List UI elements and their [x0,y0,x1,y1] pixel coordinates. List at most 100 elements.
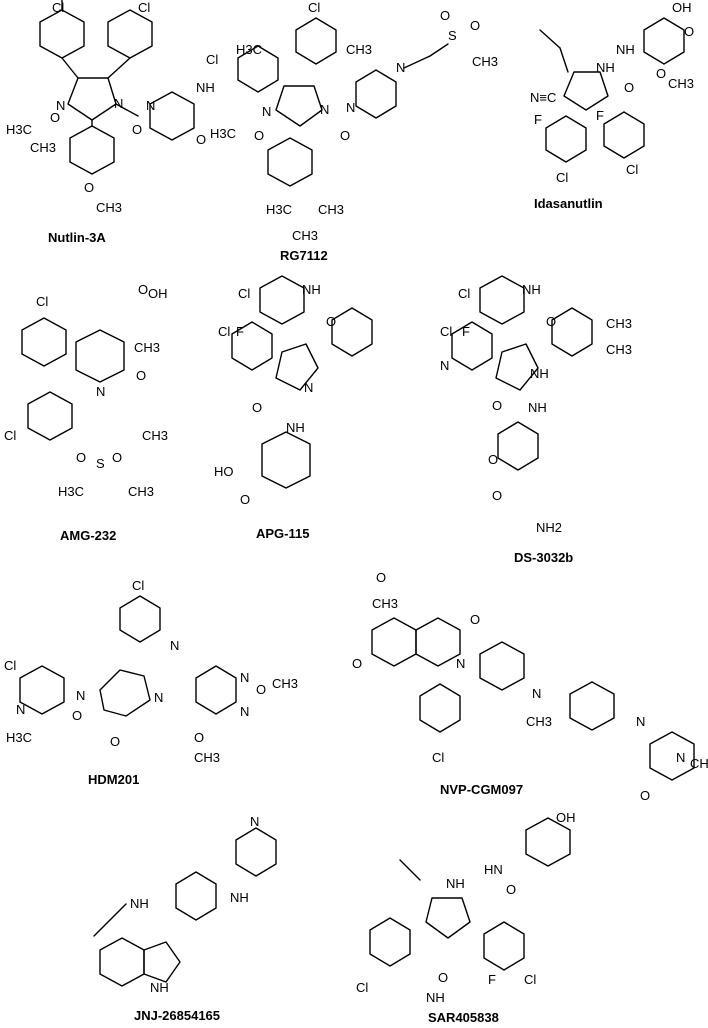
atom-n: N [240,670,249,685]
atom-cl: Cl [356,980,368,995]
structure-jnj-26854165: N NH NH NH JNJ-26854165 [93,814,277,1023]
compound-name: HDM201 [88,772,139,787]
atom-nh: NH [196,80,215,95]
atom-o: O [376,570,386,585]
atom-ch3: CH3 [690,756,708,771]
atom-nh: NH [426,990,445,1005]
atom-n: N [250,814,259,829]
atom-cl: Cl [308,0,320,15]
structure-nvp-cgm097: O CH3 O N O Cl N CH3 N N CH3 O NVP-CGM09… [352,570,708,803]
atom-n: N [146,98,155,113]
atom-ho: HO [214,464,234,479]
atom-f: F [236,324,244,339]
atom-h3c: H3C [236,42,262,57]
compound-name: APG-115 [256,526,309,541]
atom-h3c: H3C [210,126,236,141]
structure-rg7112: Cl Cl H3C CH3 N N N N O S O O CH3 O H3C … [206,0,498,263]
atom-n: N [346,100,355,115]
atom-cl: Cl [206,52,218,67]
atom-n: N [96,384,105,399]
atom-cl: Cl [36,294,48,309]
atom-ch3: CH3 [142,428,168,443]
atom-f: F [462,324,470,339]
atom-ch3: CH3 [318,202,344,217]
atom-cl: Cl [138,0,150,15]
atom-o: O [76,450,86,465]
atom-o: O [470,612,480,627]
atom-o: O [684,24,694,39]
atom-ch3: CH3 [194,750,220,765]
atom-o: O [84,180,94,195]
atom-cl: Cl [458,286,470,301]
atom-f: F [534,112,542,127]
atom-o: O [256,682,266,697]
atom-cl: Cl [556,170,568,185]
atom-nh: NH [522,282,541,297]
atom-n: N [114,96,123,111]
atom-s: S [96,456,105,471]
atom-o: O [110,734,120,749]
atom-n: N [396,60,405,75]
atom-o: O [72,708,82,723]
atom-oh: OH [672,0,692,15]
compound-name: DS-3032b [514,550,573,565]
atom-n: N [240,704,249,719]
atom-f: F [596,108,604,123]
atom-ch3: CH3 [372,596,398,611]
compound-name: NVP-CGM097 [440,782,523,797]
atom-n: N [440,358,449,373]
atom-n: N [76,688,85,703]
atom-o: O [506,882,516,897]
atom-nh: NH [130,896,149,911]
atom-cl: Cl [432,750,444,765]
atom-nh: NH [286,420,305,435]
atom-n: N [456,656,465,671]
atom-n: N [676,750,685,765]
atom-nh: NH [230,890,249,905]
atom-o: O [254,128,264,143]
atom-ch3: CH3 [96,200,122,215]
atom-cl: Cl [4,428,16,443]
atom-o: O [438,970,448,985]
atom-nh: NH [302,282,321,297]
atom-n: N [320,102,329,117]
atom-n: N [262,104,271,119]
atom-ch3: CH3 [128,484,154,499]
atom-h3c: H3C [266,202,292,217]
atom-ch3: CH3 [606,342,632,357]
atom-ch3: CH3 [30,140,56,155]
atom-cl: Cl [218,324,230,339]
atom-cl: Cl [524,972,536,987]
structure-ds-3032b: Cl NH O CH3 CH3 Cl F N NH O NH O O NH2 D… [440,275,632,565]
atom-nh2: NH2 [536,520,562,535]
atom-cl: Cl [440,324,452,339]
structure-amg-232: Cl O OH CH3 O N Cl S O O CH3 H3C CH3 AMG… [4,282,168,543]
atom-cl: Cl [626,162,638,177]
atom-nh: NH [530,366,549,381]
atom-s: S [448,28,457,43]
structure-apg-115: Cl NH O Cl F N O NH HO O APG-115 [214,275,373,541]
atom-f: F [488,972,496,987]
atom-n: N [170,638,179,653]
atom-o: O [112,450,122,465]
compound-name: RG7112 [280,248,328,263]
atom-cl: Cl [52,0,64,15]
compound-name: AMG-232 [60,528,116,543]
atom-ch3: CH3 [526,714,552,729]
atom-o: O [470,18,480,33]
atom-ch3: CH3 [134,340,160,355]
atom-ch3: CH3 [272,676,298,691]
atom-oh: OH [148,286,168,301]
atom-o: O [136,368,146,383]
atom-o: O [132,122,142,137]
atom-n: N [636,714,645,729]
atom-oh: OH [556,810,576,825]
atom-n: N [304,380,313,395]
atom-o: O [440,8,450,23]
structure-sar405838: OH HN O NH Cl O NH F Cl SAR405838 [356,810,576,1025]
atom-o: O [656,66,666,81]
compound-name: SAR405838 [428,1010,499,1025]
atom-h3c: H3C [6,730,32,745]
atom-cl: Cl [4,658,16,673]
atom-ch3: CH3 [472,54,498,69]
